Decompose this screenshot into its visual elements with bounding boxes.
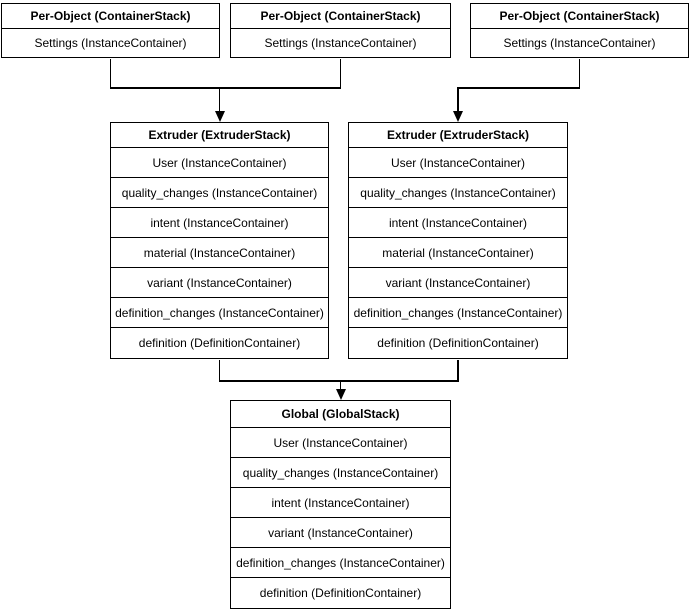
extruder-stack-2-container-row: material (InstanceContainer) <box>349 238 567 268</box>
extruder-stack-2-container-row: User (InstanceContainer) <box>349 148 567 178</box>
per-object-stack-3-node: Per-Object (ContainerStack) Settings (Ins… <box>470 3 689 58</box>
extruder-stack-2-node: Extruder (ExtruderStack)User (InstanceCo… <box>348 122 568 359</box>
global-stack-title: Global (GlobalStack) <box>231 401 450 428</box>
per-object-stack-3-title: Per-Object (ContainerStack) <box>471 4 688 29</box>
extruder-stack-1-title: Extruder (ExtruderStack) <box>111 123 328 148</box>
connector-segment <box>339 59 342 89</box>
per-object-stack-1-title: Per-Object (ContainerStack) <box>2 4 219 29</box>
per-object-stack-1-node: Per-Object (ContainerStack) Settings (Ins… <box>1 3 220 58</box>
per-object-stack-2-container-row: Settings (InstanceContainer) <box>264 36 417 50</box>
extruder-stack-2-container-row: intent (InstanceContainer) <box>349 208 567 238</box>
extruder-stack-2-title: Extruder (ExtruderStack) <box>349 123 567 148</box>
extruder-stack-2-container-row: variant (InstanceContainer) <box>349 268 567 298</box>
connector-arrowhead-down-icon <box>214 111 225 122</box>
global-stack-container-row: intent (InstanceContainer) <box>231 488 450 518</box>
per-object-stack-1-container-row: Settings (InstanceContainer) <box>34 36 187 50</box>
extruder-stack-1-container-row: quality_changes (InstanceContainer) <box>111 178 328 208</box>
extruder-stack-1-node: Extruder (ExtruderStack)User (InstanceCo… <box>110 122 329 359</box>
connector-segment <box>578 59 581 89</box>
extruder-stack-1-container-row: variant (InstanceContainer) <box>111 268 328 298</box>
per-object-stack-2-node: Per-Object (ContainerStack) Settings (Ins… <box>230 3 451 58</box>
connector-arrowhead-down-icon <box>335 389 346 400</box>
connector-segment <box>339 381 342 391</box>
connector-segment <box>109 87 342 89</box>
global-stack-container-row: variant (InstanceContainer) <box>231 518 450 548</box>
connector-segment <box>457 360 459 382</box>
global-stack-container-row: User (InstanceContainer) <box>231 428 450 458</box>
connector-segment <box>218 360 221 382</box>
per-object-stack-2-title: Per-Object (ContainerStack) <box>231 4 450 29</box>
connector-segment <box>457 87 581 89</box>
global-stack-container-row: definition_changes (InstanceContainer) <box>231 548 450 578</box>
connector-segment <box>457 88 459 113</box>
connector-segment <box>218 88 221 113</box>
global-stack-container-row: definition (DefinitionContainer) <box>259 586 422 600</box>
extruder-stack-2-container-row: definition (DefinitionContainer) <box>377 336 539 350</box>
extruder-stack-1-container-row: User (InstanceContainer) <box>111 148 328 178</box>
global-stack-container-row: quality_changes (InstanceContainer) <box>231 458 450 488</box>
per-object-stack-3-container-row: Settings (InstanceContainer) <box>503 36 656 50</box>
extruder-stack-1-container-row: definition (DefinitionContainer) <box>138 336 301 350</box>
connector-segment <box>218 380 459 382</box>
extruder-stack-2-container-row: definition_changes (InstanceContainer) <box>349 298 567 328</box>
global-stack-node: Global (GlobalStack)User (InstanceContai… <box>230 400 451 609</box>
connector-segment <box>109 59 112 89</box>
extruder-stack-1-container-row: definition_changes (InstanceContainer) <box>111 298 328 328</box>
extruder-stack-1-container-row: intent (InstanceContainer) <box>111 208 328 238</box>
extruder-stack-2-container-row: quality_changes (InstanceContainer) <box>349 178 567 208</box>
extruder-stack-1-container-row: material (InstanceContainer) <box>111 238 328 268</box>
connector-arrowhead-down-icon <box>453 111 463 122</box>
